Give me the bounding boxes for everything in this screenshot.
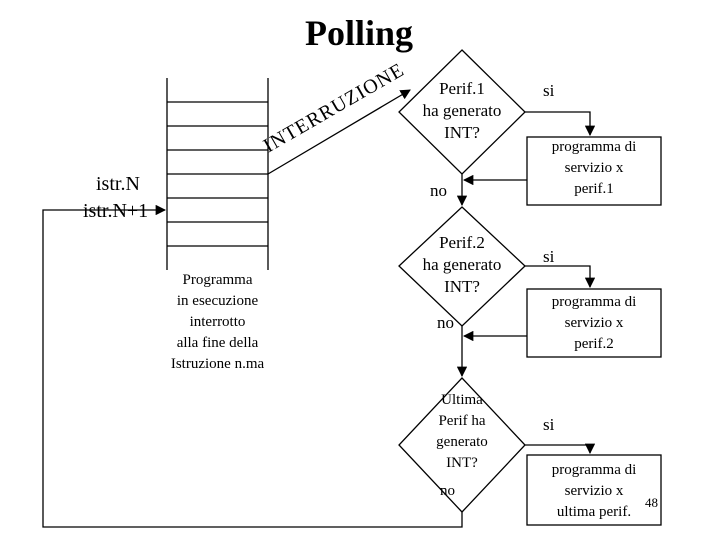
service-text-2: programma di servizio x perif.2 [527,292,661,355]
decision-line: INT? [446,455,478,471]
decision-line: generato [436,434,488,450]
interrupt-arrow [267,89,411,175]
label-istr-n-plus-1: istr.N+1 [83,200,149,222]
yes-label-2: si [543,247,555,266]
decision-line: Perif.2 [439,233,485,252]
service-line: perif.1 [574,181,614,197]
service-line: servizio x [564,315,624,331]
yes-arrow-1 [525,111,596,137]
service-box-2 [526,288,662,358]
label-istr-n: istr.N [96,173,140,195]
decision-text-1: Perif.1 ha generato INT? [402,78,522,144]
slide-number: 48 [645,495,658,510]
service-box-1 [526,136,662,206]
decision-line: ha generato [422,255,502,274]
decision-text-2: Perif.2 ha generato INT? [402,232,522,298]
decision-line: Perif ha [438,413,486,429]
service-line: perif.2 [574,336,614,352]
program-note-line: Programma [182,272,253,288]
program-note-line: Istruzione n.ma [170,356,265,372]
decision-line: INT? [444,277,480,296]
instruction-stack [166,78,269,270]
service-box-3 [526,454,662,526]
decision-line: ha generato [422,101,502,120]
no-label-1: no [430,181,447,200]
service-line: programma di [551,139,637,155]
loop-back-arrow [42,204,463,528]
service-text-3: programma di servizio x ultima perif. [527,460,661,523]
service-line: ultima perif. [556,504,632,520]
service-line: programma di [551,294,637,310]
service-line: servizio x [564,160,624,176]
service-text-1: programma di servizio x perif.1 [527,137,661,200]
program-note-line: alla fine della [176,335,259,351]
service-line: programma di [551,462,637,478]
decision-line: Ultima [441,392,483,408]
service-line: servizio x [564,483,624,499]
slide-title: Polling [305,13,414,53]
yes-arrow-2 [525,265,596,289]
decision-text-3: Ultima Perif ha generato INT? [402,390,522,474]
no-label-3: no [440,483,455,499]
yes-arrow-3 [525,443,596,455]
program-note: Programma in esecuzione interrotto alla … [150,270,285,375]
no-label-2: no [437,313,454,332]
yes-label-1: si [543,81,555,100]
yes-label-3: si [543,415,555,434]
program-note-line: interrotto [189,314,246,330]
program-note-line: in esecuzione [176,293,259,309]
decision-line: INT? [444,123,480,142]
decision-line: Perif.1 [439,79,485,98]
